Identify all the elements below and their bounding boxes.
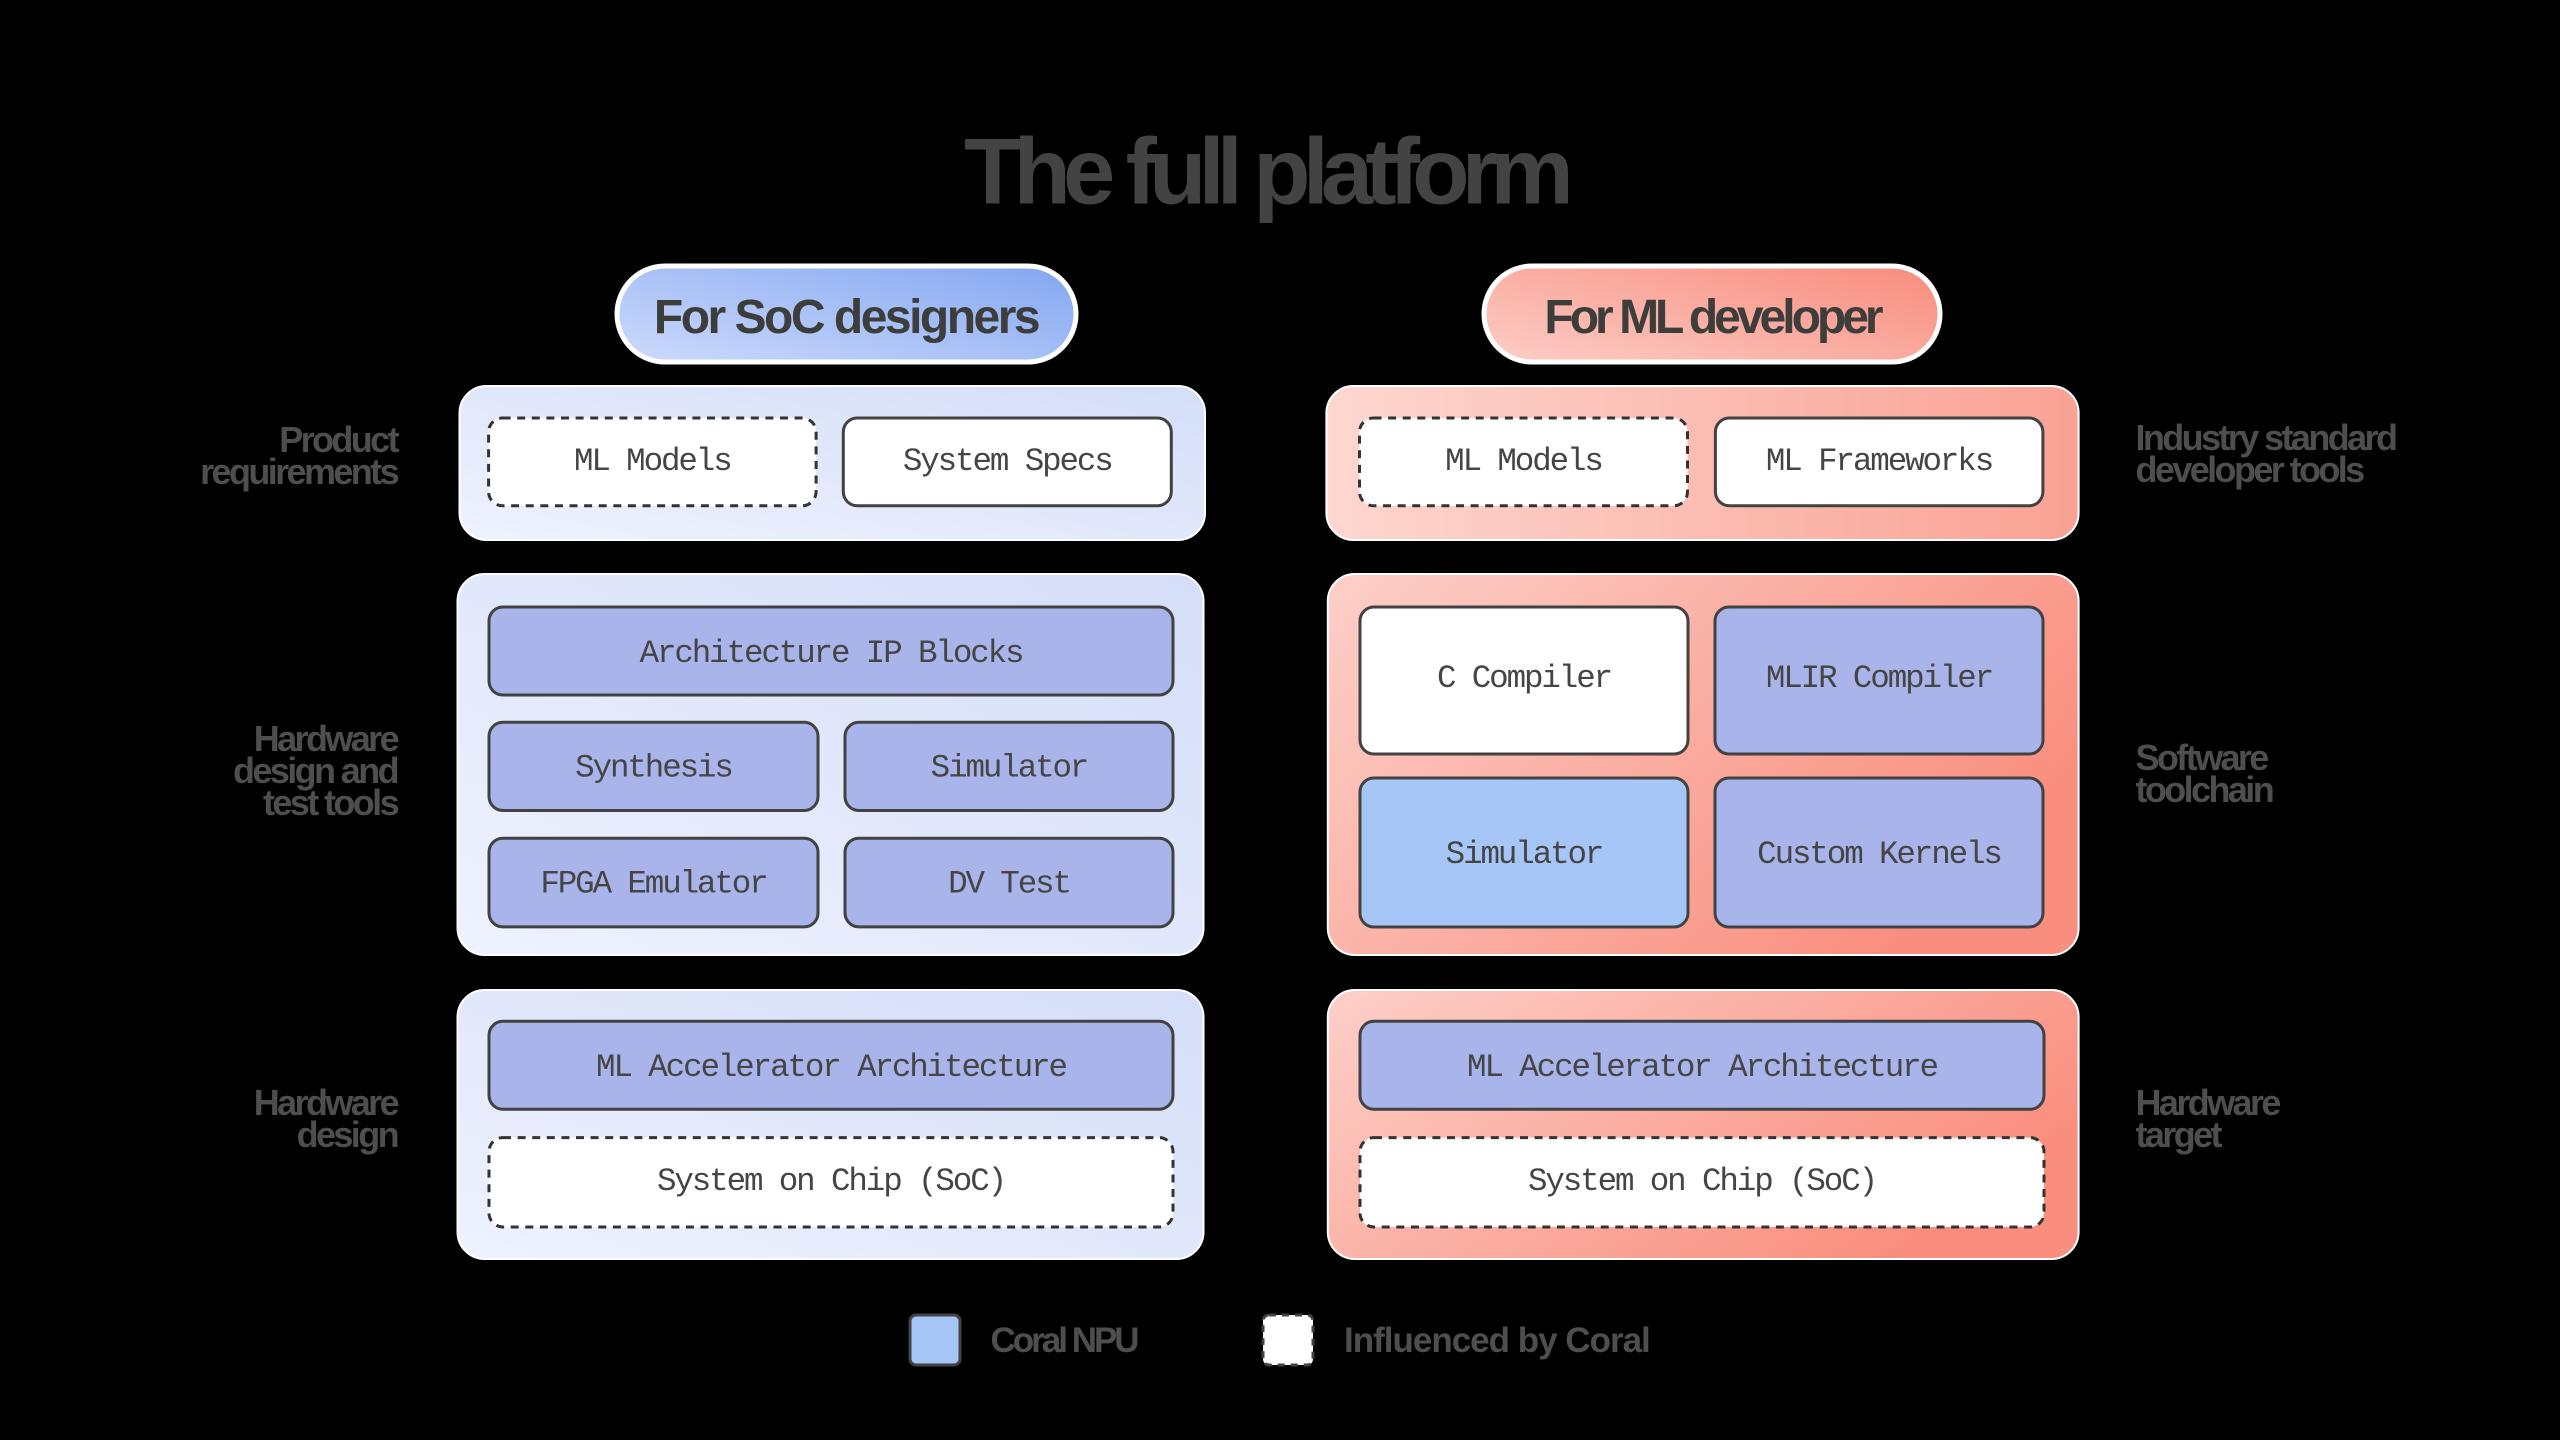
svg-text:Product: Product [279, 419, 399, 460]
svg-text:For SoC designers: For SoC designers [654, 291, 1039, 344]
svg-text:toolchain: toolchain [2136, 769, 2273, 810]
svg-text:System Specs: System Specs [903, 443, 1112, 480]
svg-text:Coral NPU: Coral NPU [991, 1321, 1139, 1360]
svg-text:Synthesis: Synthesis [575, 750, 732, 787]
svg-text:requirements: requirements [200, 451, 398, 492]
svg-text:C Compiler: C Compiler [1437, 660, 1611, 697]
svg-text:design: design [297, 1114, 398, 1155]
svg-text:Simulator: Simulator [1446, 836, 1603, 873]
svg-text:test tools: test tools [263, 782, 399, 823]
svg-text:Influenced by Coral: Influenced by Coral [1344, 1321, 1650, 1360]
svg-text:target: target [2136, 1114, 2223, 1155]
svg-text:Hardware: Hardware [254, 718, 399, 759]
svg-text:ML Accelerator Architecture: ML Accelerator Architecture [596, 1049, 1066, 1086]
svg-text:The full platform: The full platform [964, 119, 1568, 224]
svg-text:ML Models: ML Models [574, 443, 731, 480]
svg-text:ML Frameworks: ML Frameworks [1766, 443, 1992, 480]
svg-text:Industry standard: Industry standard [2136, 417, 2396, 458]
svg-text:System on Chip (SoC): System on Chip (SoC) [1528, 1163, 1876, 1200]
svg-text:Hardware: Hardware [254, 1082, 399, 1123]
svg-text:Hardware: Hardware [2136, 1082, 2281, 1123]
svg-text:Architecture IP Blocks: Architecture IP Blocks [640, 635, 1023, 672]
svg-text:DV Test: DV Test [948, 866, 1070, 903]
svg-text:developer tools: developer tools [2136, 449, 2365, 490]
svg-text:Software: Software [2136, 737, 2269, 778]
svg-text:Custom Kernels: Custom Kernels [1757, 836, 2001, 873]
svg-text:ML Accelerator Architecture: ML Accelerator Architecture [1467, 1049, 1937, 1086]
svg-text:Simulator: Simulator [931, 750, 1088, 787]
svg-text:System on Chip (SoC): System on Chip (SoC) [657, 1163, 1005, 1200]
svg-text:ML Models: ML Models [1445, 443, 1602, 480]
svg-text:For ML developer: For ML developer [1544, 291, 1883, 344]
svg-text:FPGA Emulator: FPGA Emulator [540, 866, 766, 903]
svg-text:design and: design and [233, 750, 398, 791]
svg-text:MLIR Compiler: MLIR Compiler [1766, 660, 1992, 697]
